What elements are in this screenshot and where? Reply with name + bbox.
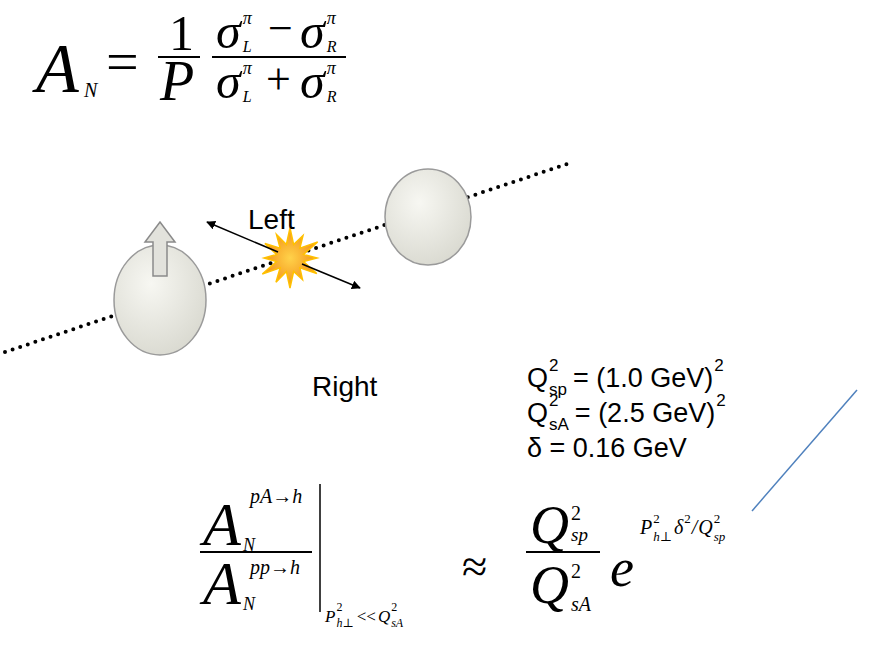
- asymmetry-formula-term: =: [106, 33, 139, 91]
- parameter-label: sA: [549, 416, 569, 433]
- asymmetry-formula-term: N: [84, 80, 97, 100]
- asymmetry-formula-term: A: [36, 34, 79, 104]
- asymmetry-formula-term: π: [327, 9, 336, 27]
- parameter-label: 2: [716, 392, 725, 409]
- ratio-formula-term: Q: [530, 498, 569, 552]
- asymmetry-formula-term: σ: [216, 6, 241, 56]
- ratio-formula-term: Q: [530, 558, 569, 612]
- asymmetry-formula-term: L: [243, 39, 252, 55]
- right-arrow: [302, 264, 360, 288]
- target-proton: [385, 169, 471, 265]
- asymmetry-formula-term: 1: [169, 8, 194, 58]
- asymmetry-formula-term: −: [268, 7, 293, 51]
- collision-burst: [262, 228, 317, 288]
- ratio-formula-term: sp: [714, 530, 726, 543]
- ratio-formula-term: /: [692, 517, 698, 537]
- ratio-formula-term: h⊥: [653, 530, 672, 543]
- ratio-formula-term: ≈: [462, 544, 487, 590]
- ratio-formula-term: 2: [571, 561, 581, 581]
- asymmetry-formula-term: σ: [216, 56, 241, 106]
- ratio-formula-term: Q: [378, 608, 390, 625]
- ratio-formula-term: 2: [684, 512, 691, 525]
- ratio-formula-term: 2: [653, 512, 660, 525]
- asymmetry-formula-term: L: [243, 89, 252, 105]
- ratio-formula-term: <<: [357, 608, 376, 625]
- ratio-formula-term: 2: [714, 512, 721, 525]
- ratio-formula-term: P: [325, 608, 335, 625]
- parameter-label: 2: [714, 357, 723, 374]
- ratio-formula-term: sp: [571, 525, 588, 544]
- parameter-label: 2: [549, 357, 558, 374]
- parameter-label: = (1.0 GeV): [573, 365, 713, 392]
- leader-line: [752, 390, 857, 511]
- asymmetry-formula-term: +: [266, 58, 291, 102]
- ratio-formula-term: e: [610, 541, 634, 595]
- asymmetry-formula-term: π: [243, 9, 252, 27]
- direction-label: Left: [248, 206, 295, 234]
- asymmetry-formula-term: π: [327, 59, 336, 77]
- ratio-formula-term: N: [243, 536, 255, 554]
- asymmetry-formula-term: R: [327, 39, 337, 55]
- asymmetry-formula-term: P: [160, 53, 194, 109]
- asymmetry-formula-term: σ: [300, 6, 325, 56]
- ratio-formula-term: pp→h: [250, 557, 300, 577]
- ratio-formula-term: A: [203, 493, 241, 555]
- ratio-formula-term: pA→h: [250, 486, 302, 506]
- parameter-label: 2: [549, 392, 558, 409]
- ratio-formula-term: A: [203, 552, 241, 614]
- beam-line: [5, 163, 570, 352]
- ratio-formula-term: 2: [571, 503, 581, 523]
- asymmetry-formula-term: π: [243, 59, 252, 77]
- ratio-formula-term: N: [243, 595, 255, 613]
- ratio-formula-term: sA: [391, 617, 403, 629]
- parameter-label: Q: [527, 365, 548, 392]
- parameter-label: δ = 0.16 GeV: [527, 435, 687, 462]
- spin-arrow: [145, 222, 175, 276]
- direction-label: Right: [312, 373, 377, 401]
- ratio-formula-term: Q: [698, 517, 712, 537]
- ratio-formula-term: δ: [674, 517, 683, 537]
- ratio-formula-term: 2: [336, 601, 342, 613]
- ratio-formula-term: P: [640, 517, 652, 537]
- parameter-label: = (2.5 GeV): [575, 400, 715, 427]
- evaluation-bar: [319, 484, 321, 612]
- parameter-label: Q: [527, 400, 548, 427]
- asymmetry-formula-term: R: [327, 89, 337, 105]
- ratio-formula-term: sA: [571, 594, 591, 614]
- asymmetry-formula-term: σ: [300, 56, 325, 106]
- ratio-formula-term: h⊥: [336, 617, 353, 629]
- ratio-formula-term: 2: [391, 601, 397, 613]
